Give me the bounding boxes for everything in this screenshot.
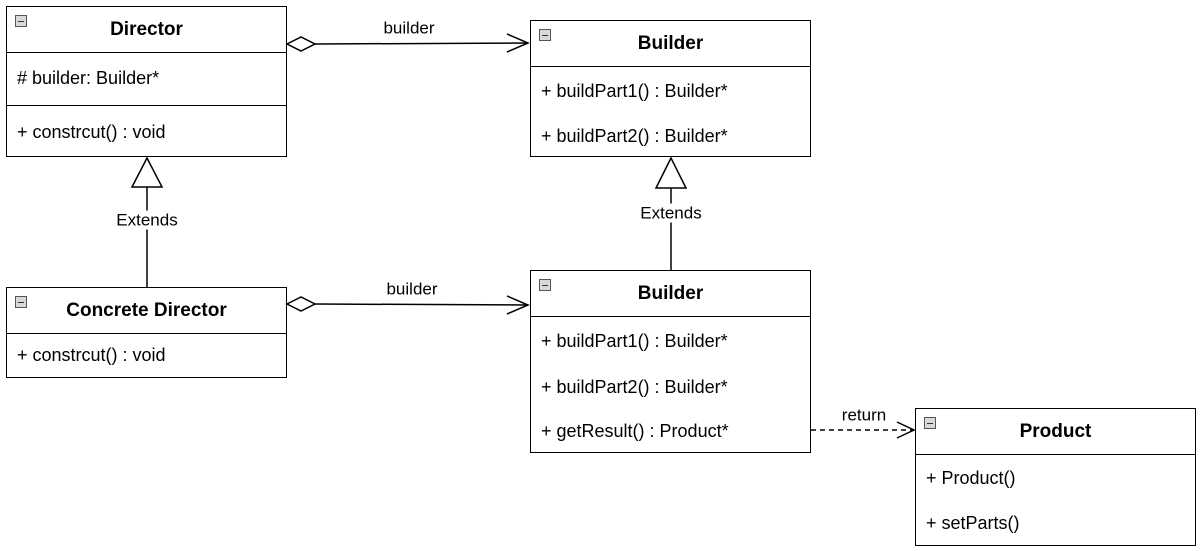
class-name: Product: [1019, 420, 1092, 442]
class-header: Builder: [531, 21, 810, 67]
return-label: return: [841, 405, 887, 425]
class-header: Director: [7, 7, 286, 53]
methods-section: + Product() + setParts(): [916, 455, 1195, 544]
class-name: Builder: [637, 282, 704, 304]
method: + buildPart1() : Builder*: [541, 330, 728, 351]
association-label: builder: [381, 18, 437, 38]
method: + setParts(): [926, 512, 1020, 533]
class-header: Product: [916, 409, 1195, 455]
director-class[interactable]: Director # builder: Builder* + constrcut…: [6, 6, 287, 157]
collapse-icon[interactable]: [539, 279, 551, 291]
method: + getResult() : Product*: [541, 420, 729, 441]
open-arrowhead-icon: [896, 421, 916, 439]
class-header: Builder: [531, 271, 810, 317]
aggregation-diamond-icon: [285, 36, 317, 52]
aggregation-diamond-icon: [285, 296, 317, 312]
inheritance-triangle-icon: [130, 156, 164, 188]
concrete-director-class[interactable]: Concrete Director + constrcut() : void: [6, 287, 287, 378]
attribute: # builder: Builder*: [17, 67, 160, 88]
inheritance-triangle-icon: [654, 156, 688, 189]
class-name: Concrete Director: [66, 299, 227, 321]
aggregation-concrete-director-builder: [285, 295, 530, 315]
collapse-icon[interactable]: [15, 15, 27, 27]
method: + buildPart1() : Builder*: [541, 80, 728, 101]
method: + constrcut() : void: [17, 121, 166, 142]
class-name: Director: [110, 18, 183, 40]
collapse-icon[interactable]: [924, 417, 936, 429]
extends-label: Extends: [114, 210, 180, 230]
concrete-builder-class[interactable]: Builder + buildPart1() : Builder* + buil…: [530, 270, 811, 453]
class-header: Concrete Director: [7, 288, 286, 334]
collapse-icon[interactable]: [15, 296, 27, 308]
open-arrowhead-icon: [506, 295, 530, 315]
methods-section: + constrcut() : void: [7, 105, 286, 155]
methods-section: + buildPart1() : Builder* + buildPart2()…: [531, 67, 810, 155]
method: + constrcut() : void: [17, 344, 166, 365]
collapse-icon[interactable]: [539, 29, 551, 41]
attributes-section: # builder: Builder*: [7, 53, 286, 105]
extends-label: Extends: [638, 203, 704, 223]
method: + buildPart2() : Builder*: [541, 125, 728, 146]
methods-section: + buildPart1() : Builder* + buildPart2()…: [531, 317, 810, 451]
builder-class[interactable]: Builder + buildPart1() : Builder* + buil…: [530, 20, 811, 157]
class-name: Builder: [637, 32, 704, 54]
methods-section: + constrcut() : void: [7, 334, 286, 376]
product-class[interactable]: Product + Product() + setParts(): [915, 408, 1196, 546]
method: + Product(): [926, 467, 1016, 488]
open-arrowhead-icon: [506, 33, 530, 53]
method: + buildPart2() : Builder*: [541, 376, 728, 397]
association-label: builder: [384, 279, 440, 299]
